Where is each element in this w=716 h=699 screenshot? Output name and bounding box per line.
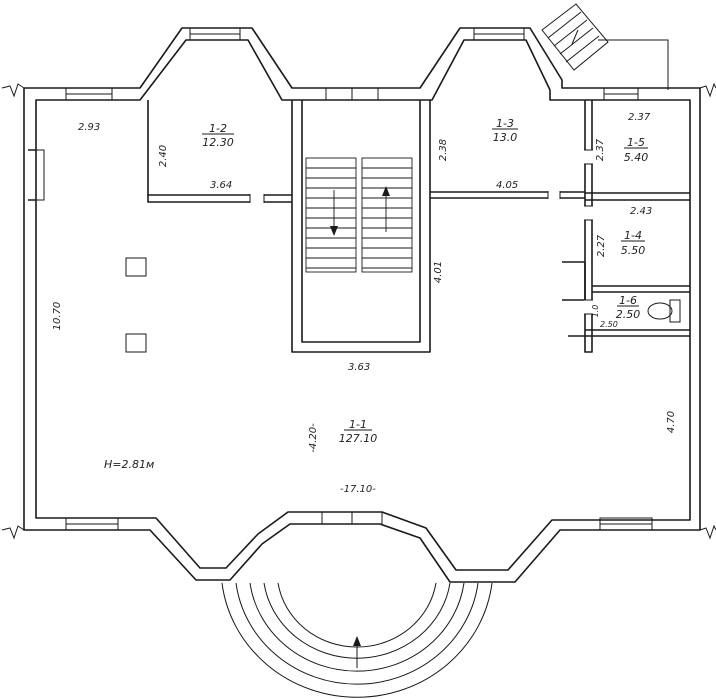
dim-3-64: 3.64 <box>210 180 232 191</box>
entrance-steps <box>221 582 493 698</box>
exterior-stair-top <box>541 3 669 90</box>
room-1-3-id: 1-3 <box>496 117 514 130</box>
dim-2-27: 2.27 <box>596 234 607 257</box>
dim-2-40: 2.40 <box>158 145 169 167</box>
dim-4-20: -4.20- <box>308 423 319 453</box>
dim-2-37-side: 2.37 <box>595 138 606 161</box>
dim-4-05: 4.05 <box>496 180 518 191</box>
dim-2-38: 2.38 <box>438 139 449 161</box>
dim-4-70: 4.70 <box>666 411 677 433</box>
room-1-4-area: 5.50 <box>621 244 646 257</box>
dim-2-37-top: 2.37 <box>628 112 651 123</box>
room-1-6-id: 1-6 <box>619 294 637 307</box>
dim-3-63: 3.63 <box>348 362 370 373</box>
dim-10-70: 10.70 <box>52 302 63 331</box>
doors <box>249 149 593 315</box>
dim-4-01: 4.01 <box>433 261 444 283</box>
room-1-5-area: 5.40 <box>624 151 649 164</box>
dim-1-0: 1.0 <box>591 305 600 318</box>
room-1-1-area: 127.10 <box>339 432 378 445</box>
dim-2-43: 2.43 <box>630 206 652 217</box>
room-1-2-area: 12.30 <box>202 136 234 149</box>
dim-2-93: 2.93 <box>78 122 100 133</box>
room-1-6-area: 2.50 <box>616 308 641 321</box>
room-1-1-id: 1-1 <box>349 418 367 431</box>
interior-stairs <box>305 157 413 273</box>
dimension-labels: 2.93 2.40 3.64 2.38 4.05 2.37 2.37 2.43 … <box>52 112 677 495</box>
ceiling-height: H=2.81м <box>104 458 154 471</box>
room-1-2-id: 1-2 <box>209 122 227 135</box>
room-1-5-id: 1-5 <box>627 136 645 149</box>
room-1-3-area: 13.0 <box>493 131 518 144</box>
room-1-4-id: 1-4 <box>624 229 642 242</box>
dim-17-10: -17.10- <box>340 484 376 495</box>
toilet-fixture <box>647 299 681 323</box>
windows <box>65 27 653 531</box>
dim-2-50: 2.50 <box>600 320 618 329</box>
columns <box>125 257 147 353</box>
room-labels: 1-2 12.30 1-3 13.0 1-5 5.40 1-4 5.50 1-6… <box>104 117 648 471</box>
break-marks <box>1 82 716 540</box>
